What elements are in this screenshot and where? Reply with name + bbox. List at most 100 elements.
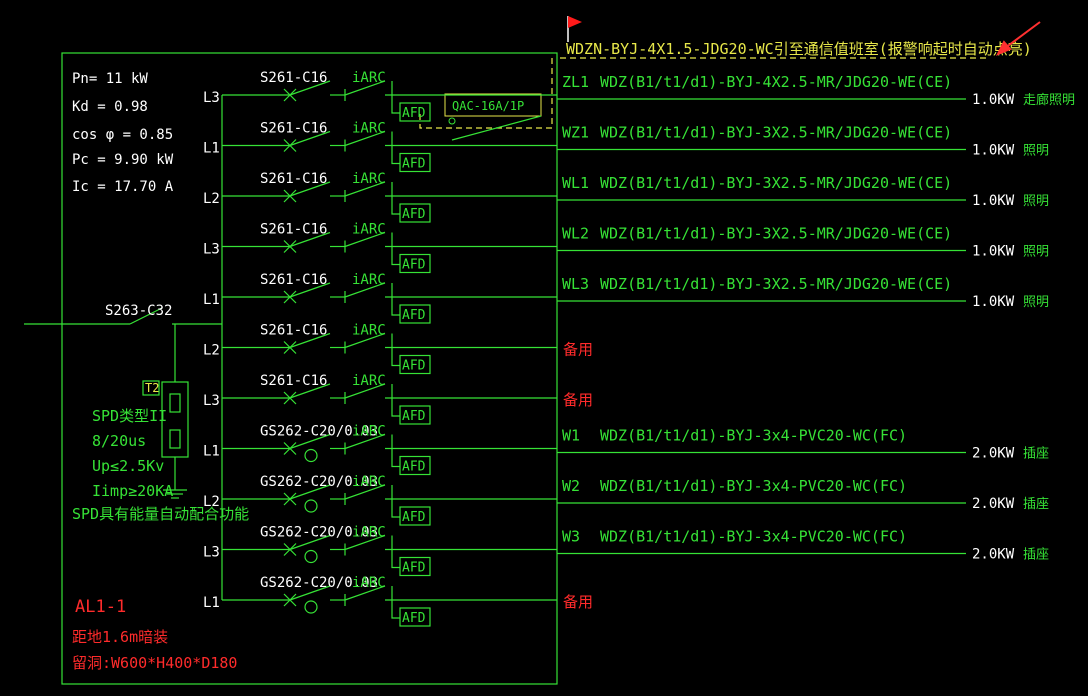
phase-label: L2: [203, 191, 220, 207]
arc-label: iARC: [352, 323, 386, 339]
spare-label: 备用: [563, 593, 593, 611]
afd-box: [399, 253, 431, 274]
breaker-label: GS262-C20/0.03: [260, 424, 378, 440]
panel-params: Pn= 11 kW Kd = 0.98 cos φ = 0.85 Pc = 9.…: [72, 71, 174, 195]
breaker-label: S261-C16: [260, 323, 327, 339]
rcd-ring: [304, 448, 318, 463]
breaker-cross: [283, 442, 297, 455]
afd-link: [391, 485, 400, 518]
arc-label: iARC: [352, 575, 386, 591]
arc-label: iARC: [352, 373, 386, 389]
afd-link: [391, 131, 400, 165]
circuit-id: WZ1: [562, 124, 589, 142]
circuit-id: WL2: [562, 225, 589, 243]
power-value: 1.0KW: [972, 92, 1015, 108]
cable-spec: WDZ(B1/t1/d1)-BYJ-3x4-PVC20-WC(FC): [600, 528, 907, 546]
param-cos: cos φ = 0.85: [72, 127, 173, 143]
afd-link: [391, 232, 400, 266]
circuit-id: ZL1: [562, 73, 589, 91]
afd-box: [399, 304, 431, 324]
breaker-contact: [289, 383, 331, 399]
circuit-id: W3: [562, 528, 580, 546]
arc-label: iARC: [352, 474, 386, 490]
cable-spec: WDZ(B1/t1/d1)-BYJ-3x4-PVC20-WC(FC): [600, 477, 907, 495]
rcd-ring: [304, 549, 318, 564]
breaker-contact: [289, 332, 331, 349]
phase-label: L2: [203, 494, 220, 510]
afd-link: [391, 81, 400, 114]
circuit-row: [222, 80, 966, 122]
cable-spec: WDZ(B1/t1/d1)-BYJ-4X2.5-MR/JDG20-WE(CE): [600, 73, 952, 91]
spd-tag: T2: [145, 381, 159, 395]
afd-link: [391, 182, 400, 215]
afd-label: AFD: [402, 460, 426, 475]
arc-contact: [344, 534, 386, 551]
breaker-cross: [283, 543, 297, 556]
breaker-contact: [289, 433, 331, 450]
param-kd: Kd = 0.98: [72, 99, 148, 115]
afd-label: AFD: [402, 611, 426, 626]
arc-contact: [344, 433, 386, 450]
breaker-label: S261-C16: [260, 272, 327, 288]
breaker-label: S261-C16: [260, 121, 327, 137]
breaker-contact: [289, 181, 331, 197]
afd-box: [399, 152, 431, 173]
arc-label: iARC: [352, 272, 386, 288]
circuit-id: WL1: [562, 174, 589, 192]
breaker-cross: [283, 593, 297, 607]
breaker-cross: [283, 189, 297, 203]
spd-line: SPD类型II: [92, 407, 167, 425]
breaker-contact: [289, 80, 331, 96]
circuit-row: [222, 130, 966, 173]
arc-label: iARC: [352, 171, 386, 187]
afd-label: AFD: [402, 561, 426, 576]
afd-label: AFD: [402, 157, 426, 172]
arc-label: iARC: [352, 525, 386, 541]
breaker-cross: [283, 240, 297, 253]
fire-link: [419, 57, 990, 141]
usage-label: 照明: [1023, 194, 1049, 209]
param-ic: Ic = 17.70 A: [72, 179, 174, 195]
main-breaker: [24, 95, 223, 600]
afd-box: [399, 102, 431, 122]
breaker-contact: [289, 130, 331, 147]
power-value: 2.0KW: [972, 496, 1015, 512]
breaker-cross: [283, 341, 297, 354]
circuit-row: [222, 231, 966, 274]
phase-label: L1: [203, 141, 220, 157]
arc-contact: [344, 332, 386, 349]
usage-label: 照明: [1023, 144, 1049, 159]
power-value: 1.0KW: [972, 193, 1015, 209]
afd-box: [399, 455, 431, 476]
afd-box: [399, 506, 431, 526]
arc-label: iARC: [352, 424, 386, 440]
param-pn: Pn= 11 kW: [72, 71, 148, 87]
param-pc: Pc = 9.90 kW: [72, 152, 174, 168]
power-value: 2.0KW: [972, 446, 1015, 462]
breaker-label: GS262-C20/0.03: [260, 525, 378, 541]
afd-label: AFD: [402, 207, 426, 222]
afd-label: AFD: [402, 359, 426, 374]
cable-spec: WDZ(B1/t1/d1)-BYJ-3X2.5-MR/JDG20-WE(CE): [600, 275, 952, 293]
arc-label: iARC: [352, 121, 386, 137]
afd-box: [399, 203, 431, 223]
circuit-row: [222, 332, 557, 375]
phase-label: L2: [203, 343, 220, 359]
afd-link: [391, 333, 400, 367]
arc-contact: [344, 181, 386, 197]
usage-label: 走廊照明: [1023, 92, 1075, 108]
afd-box: [399, 354, 431, 375]
breaker-cross: [283, 391, 297, 405]
afd-link: [391, 384, 400, 417]
usage-label: 插座: [1023, 447, 1049, 462]
afd-box: [399, 405, 431, 425]
phase-label: L3: [203, 242, 220, 258]
rcd-ring: [304, 499, 318, 513]
panel-name: AL1-1: [75, 597, 126, 617]
breaker-contact: [289, 484, 331, 500]
breaker-contact: [289, 585, 331, 601]
breaker-cross: [283, 290, 297, 304]
flag-icon: [567, 16, 582, 42]
afd-link: [391, 586, 400, 619]
breaker-cross: [283, 492, 297, 506]
